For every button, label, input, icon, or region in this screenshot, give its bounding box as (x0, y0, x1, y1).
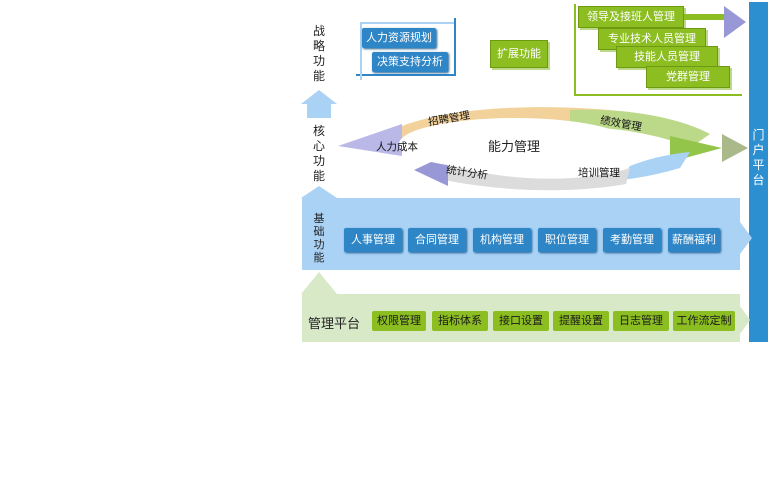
extend-button[interactable]: 扩展功能 (490, 40, 548, 68)
ring-label-cost[interactable]: 人力成本 (376, 141, 418, 153)
platform-item-reminder[interactable]: 提醒设置 (553, 311, 609, 331)
stair-arrowhead (724, 6, 746, 38)
platform-band-arrowhead (740, 306, 750, 334)
portal-label-text: 门户平台 (752, 128, 765, 187)
core-ring (338, 107, 722, 191)
up-arrow-2 (301, 186, 337, 198)
basic-item-attendance[interactable]: 考勤管理 (603, 228, 661, 252)
basic-item-position[interactable]: 职位管理 (538, 228, 596, 252)
basic-item-payroll[interactable]: 薪酬福利 (668, 228, 720, 252)
basic-item-organization[interactable]: 机构管理 (473, 228, 531, 252)
basic-band-arrowhead (740, 222, 752, 254)
ring-label-training[interactable]: 培训管理 (578, 167, 620, 179)
basic-item-personnel[interactable]: 人事管理 (344, 228, 402, 252)
decision-support-button[interactable]: 决策支持分析 (372, 52, 448, 72)
tier-label-platform: 管理平台 (308, 317, 361, 332)
ring-right-lower (620, 152, 690, 180)
ring-center (399, 118, 631, 170)
tier-label-basic: 基础功能 (313, 212, 325, 264)
platform-item-indicator[interactable]: 指标体系 (432, 311, 488, 331)
decision-box-frame-2 (360, 22, 454, 80)
up-arrow-1 (301, 90, 337, 104)
up-arrow-3 (301, 272, 337, 294)
stair-arrow (684, 14, 726, 20)
platform-item-interface[interactable]: 接口设置 (493, 311, 549, 331)
stair-frame (574, 4, 742, 96)
professional-staff-button[interactable]: 专业技术人员管理 (598, 28, 706, 50)
up-arrow-1-stem (307, 104, 331, 118)
platform-item-permission[interactable]: 权限管理 (372, 311, 426, 331)
portal-bar (749, 2, 768, 342)
tier-label-core: 核心功能 (312, 124, 325, 183)
hr-planning-button[interactable]: 人力资源规划 (362, 28, 436, 48)
party-mass-button[interactable]: 党群管理 (646, 66, 730, 88)
tier-label-strategy: 战略功能 (312, 24, 325, 83)
core-center-label: 能力管理 (488, 140, 541, 155)
core-to-portal-arrow (722, 134, 748, 162)
portal-label: 门户平台 (749, 128, 768, 188)
ring-left-arrow (338, 124, 402, 156)
skilled-staff-button[interactable]: 技能人员管理 (616, 46, 718, 68)
decision-box-frame (356, 18, 456, 76)
ring-lower-band (434, 162, 630, 191)
leader-succession-button[interactable]: 领导及接班人管理 (578, 6, 684, 28)
platform-item-log[interactable]: 日志管理 (613, 311, 669, 331)
basic-item-contract[interactable]: 合同管理 (408, 228, 466, 252)
platform-item-workflow[interactable]: 工作流定制 (673, 311, 735, 331)
